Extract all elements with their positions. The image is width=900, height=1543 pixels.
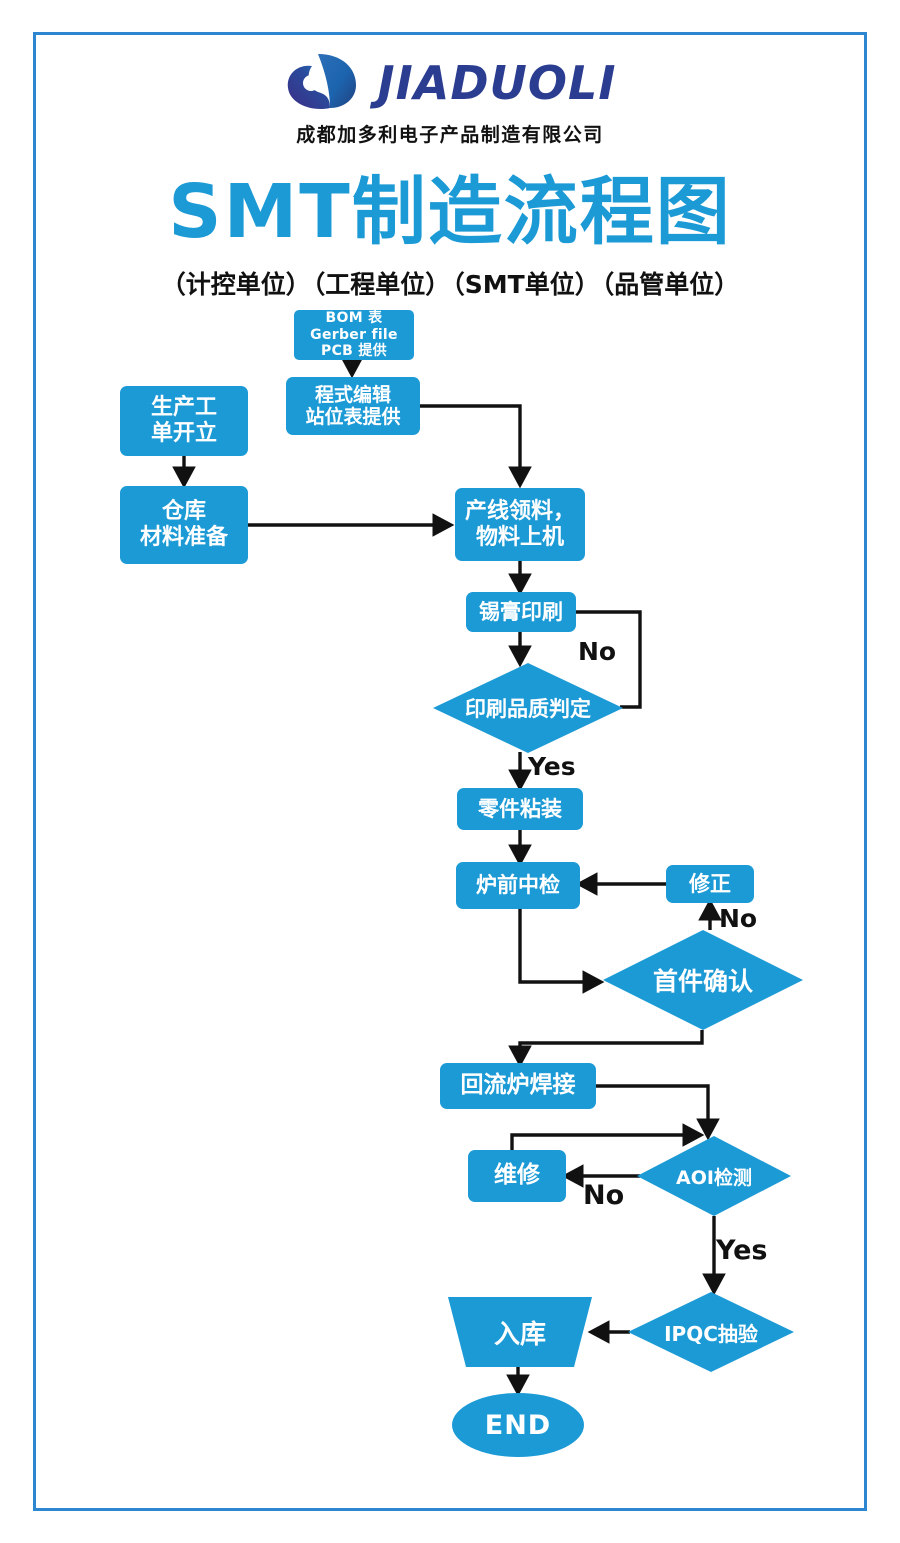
node-first-article-check-shape[interactable] <box>603 930 803 1030</box>
node-program-line-0: 程式编辑 <box>314 383 391 406</box>
node-repair[interactable]: 维修 <box>468 1150 566 1202</box>
department-label-3: （品管单位） <box>601 270 740 299</box>
node-line-pickup-loading[interactable]: 产线领料， 物料上机 <box>455 488 585 561</box>
node-bom-gerber-pcb[interactable]: BOM 表 Gerber file PCB 提供 <box>294 310 414 360</box>
node-bom-line-0: BOM 表 <box>325 310 383 327</box>
department-row: （计控单位）（工程单位）（SMT单位）（品管单位） <box>0 265 900 301</box>
edge-preoven-to-fai <box>518 909 605 994</box>
node-pickup-line-0: 产线领料， <box>464 498 575 524</box>
node-workorder-line-1: 单开立 <box>150 421 217 446</box>
node-end-shape[interactable] <box>452 1393 584 1457</box>
jiaduoli-swirl-logo-icon <box>287 54 356 110</box>
brand-header: JIADUOLI 成都加多利电子产品制造有限公司 <box>0 52 900 147</box>
edge-label-aoi-yes: Yes <box>716 1235 768 1266</box>
node-production-work-order[interactable]: 生产工 单开立 <box>120 386 248 456</box>
edge-label-fai-no: No <box>719 904 758 933</box>
poster-border-frame <box>33 32 867 1511</box>
node-aoi-inspection-shape[interactable] <box>637 1136 791 1216</box>
department-label-1: （工程单位） <box>312 270 451 299</box>
node-pre-oven-inspection[interactable]: 炉前中检 <box>456 862 580 909</box>
brand-wordmark: JIADUOLI <box>377 56 617 110</box>
node-solder-paste-printing[interactable]: 锡膏印刷 <box>466 592 576 632</box>
node-rework-correction[interactable]: 修正 <box>666 865 754 903</box>
node-warehouse-material-prep[interactable]: 仓库 材料准备 <box>120 486 248 564</box>
node-program-line-1: 站位表提供 <box>305 406 401 428</box>
node-stock-in-shape[interactable] <box>448 1297 592 1367</box>
edge-repair-to-aoi <box>510 1123 705 1150</box>
node-print-quality-check-shape[interactable] <box>433 663 623 753</box>
edge-program-to-pickup <box>420 404 532 489</box>
page-title: SMT制造流程图 <box>168 169 732 255</box>
node-pickup-line-1: 物料上机 <box>475 524 564 550</box>
edge-label-aoi-no: No <box>583 1180 625 1211</box>
company-name: 成都加多利电子产品制造有限公司 <box>296 124 604 146</box>
node-warehouse-line-1: 材料准备 <box>139 525 228 550</box>
logo-row: JIADUOLI <box>284 52 617 114</box>
node-ipqc-sampling-shape[interactable] <box>628 1292 794 1372</box>
edge-printqc-no-to-printing <box>551 600 642 709</box>
edge-label-print-yes: Yes <box>528 752 576 781</box>
node-reflow-soldering[interactable]: 回流炉焊接 <box>440 1063 596 1109</box>
node-bom-line-2: PCB 提供 <box>321 343 387 360</box>
department-label-2: （SMT单位） <box>452 270 600 299</box>
edge-reflow-to-aoi <box>596 1084 720 1141</box>
node-program-edit[interactable]: 程式编辑 站位表提供 <box>286 377 420 435</box>
edge-fai-to-reflow <box>508 1030 704 1068</box>
node-bom-line-1: Gerber file <box>310 326 398 343</box>
department-label-0: （计控单位） <box>160 270 311 299</box>
node-warehouse-line-0: 仓库 <box>161 499 206 525</box>
node-component-placement[interactable]: 零件粘装 <box>457 788 583 830</box>
edge-label-print-no: No <box>578 637 617 666</box>
node-workorder-line-0: 生产工 <box>150 395 217 421</box>
